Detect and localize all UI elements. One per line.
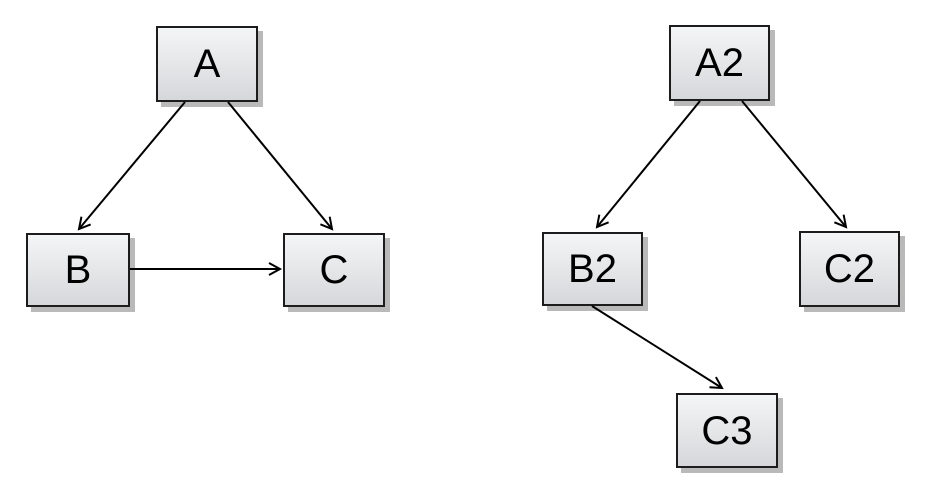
node-A[interactable]: A (156, 26, 258, 102)
node-B[interactable]: B (26, 233, 130, 307)
edge-A2-C2 (741, 100, 848, 229)
node-B2-label: B2 (568, 247, 617, 291)
node-A2[interactable]: A2 (669, 25, 770, 101)
node-A2-label: A2 (695, 41, 744, 85)
node-C-label: C (319, 248, 349, 292)
node-B-label: B (64, 248, 92, 292)
edge-A2-B2 (595, 100, 701, 229)
node-C3-label: C3 (701, 408, 753, 453)
node-C2-label: C2 (823, 247, 876, 291)
node-C3[interactable]: C3 (676, 393, 778, 468)
edge-B2-C3 (591, 305, 724, 390)
node-C[interactable]: C (283, 233, 385, 307)
node-B2[interactable]: B2 (542, 232, 643, 306)
edge-A-C (227, 101, 334, 231)
node-A-label: A (193, 42, 221, 86)
edge-A-B (77, 101, 186, 231)
node-C2[interactable]: C2 (799, 231, 900, 307)
